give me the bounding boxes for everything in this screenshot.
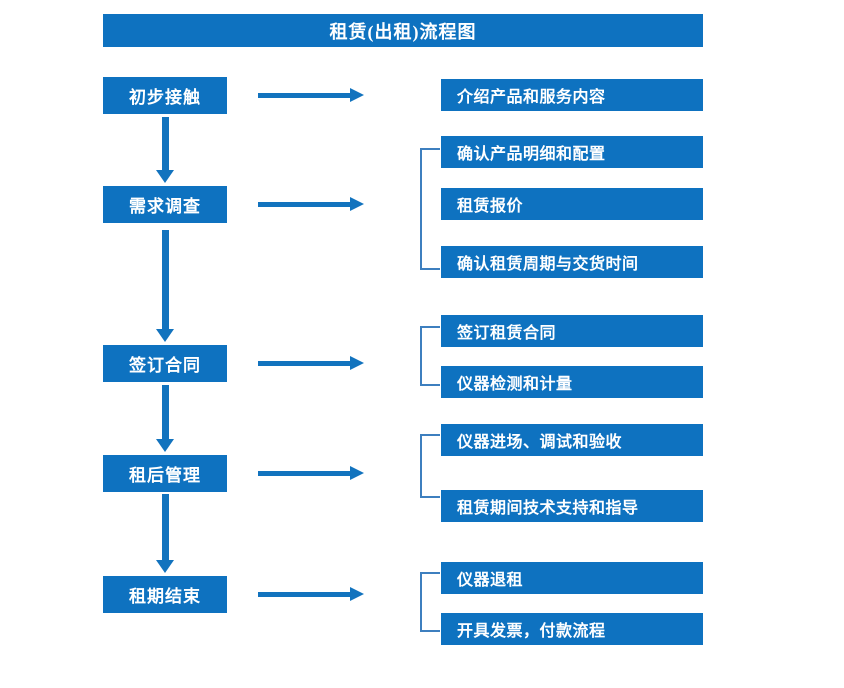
detail-box-3[interactable]: 租赁报价 xyxy=(441,188,703,220)
detail-box-4[interactable]: 确认租赁周期与交货时间 xyxy=(441,246,703,278)
group-bracket-3 xyxy=(420,326,440,386)
chart-title: 租赁(出租)流程图 xyxy=(103,14,703,47)
detail-box-5[interactable]: 签订租赁合同 xyxy=(441,315,703,347)
detail-box-8[interactable]: 租赁期间技术支持和指导 xyxy=(441,490,703,522)
stage-box-4[interactable]: 租后管理 xyxy=(103,455,227,492)
detail-box-2[interactable]: 确认产品明细和配置 xyxy=(441,136,703,168)
flow-arrow-down-1 xyxy=(155,117,175,183)
flow-arrow-right-5 xyxy=(258,587,364,601)
detail-box-6[interactable]: 仪器检测和计量 xyxy=(441,366,703,398)
flow-arrow-right-1 xyxy=(258,88,364,102)
flow-arrow-right-4 xyxy=(258,466,364,480)
flow-arrow-down-3 xyxy=(155,385,175,452)
detail-box-7[interactable]: 仪器进场、调试和验收 xyxy=(441,424,703,456)
group-bracket-5 xyxy=(420,572,440,632)
detail-box-9[interactable]: 仪器退租 xyxy=(441,562,703,594)
group-bracket-2 xyxy=(420,148,440,270)
stage-box-3[interactable]: 签订合同 xyxy=(103,345,227,382)
group-bracket-4 xyxy=(420,434,440,498)
flow-arrow-down-2 xyxy=(155,230,175,342)
stage-box-5[interactable]: 租期结束 xyxy=(103,576,227,613)
stage-box-2[interactable]: 需求调查 xyxy=(103,186,227,223)
stage-box-1[interactable]: 初步接触 xyxy=(103,77,227,114)
flow-arrow-right-2 xyxy=(258,197,364,211)
flow-arrow-right-3 xyxy=(258,356,364,370)
detail-box-10[interactable]: 开具发票，付款流程 xyxy=(441,613,703,645)
flow-arrow-down-4 xyxy=(155,494,175,573)
detail-box-1[interactable]: 介绍产品和服务内容 xyxy=(441,79,703,111)
